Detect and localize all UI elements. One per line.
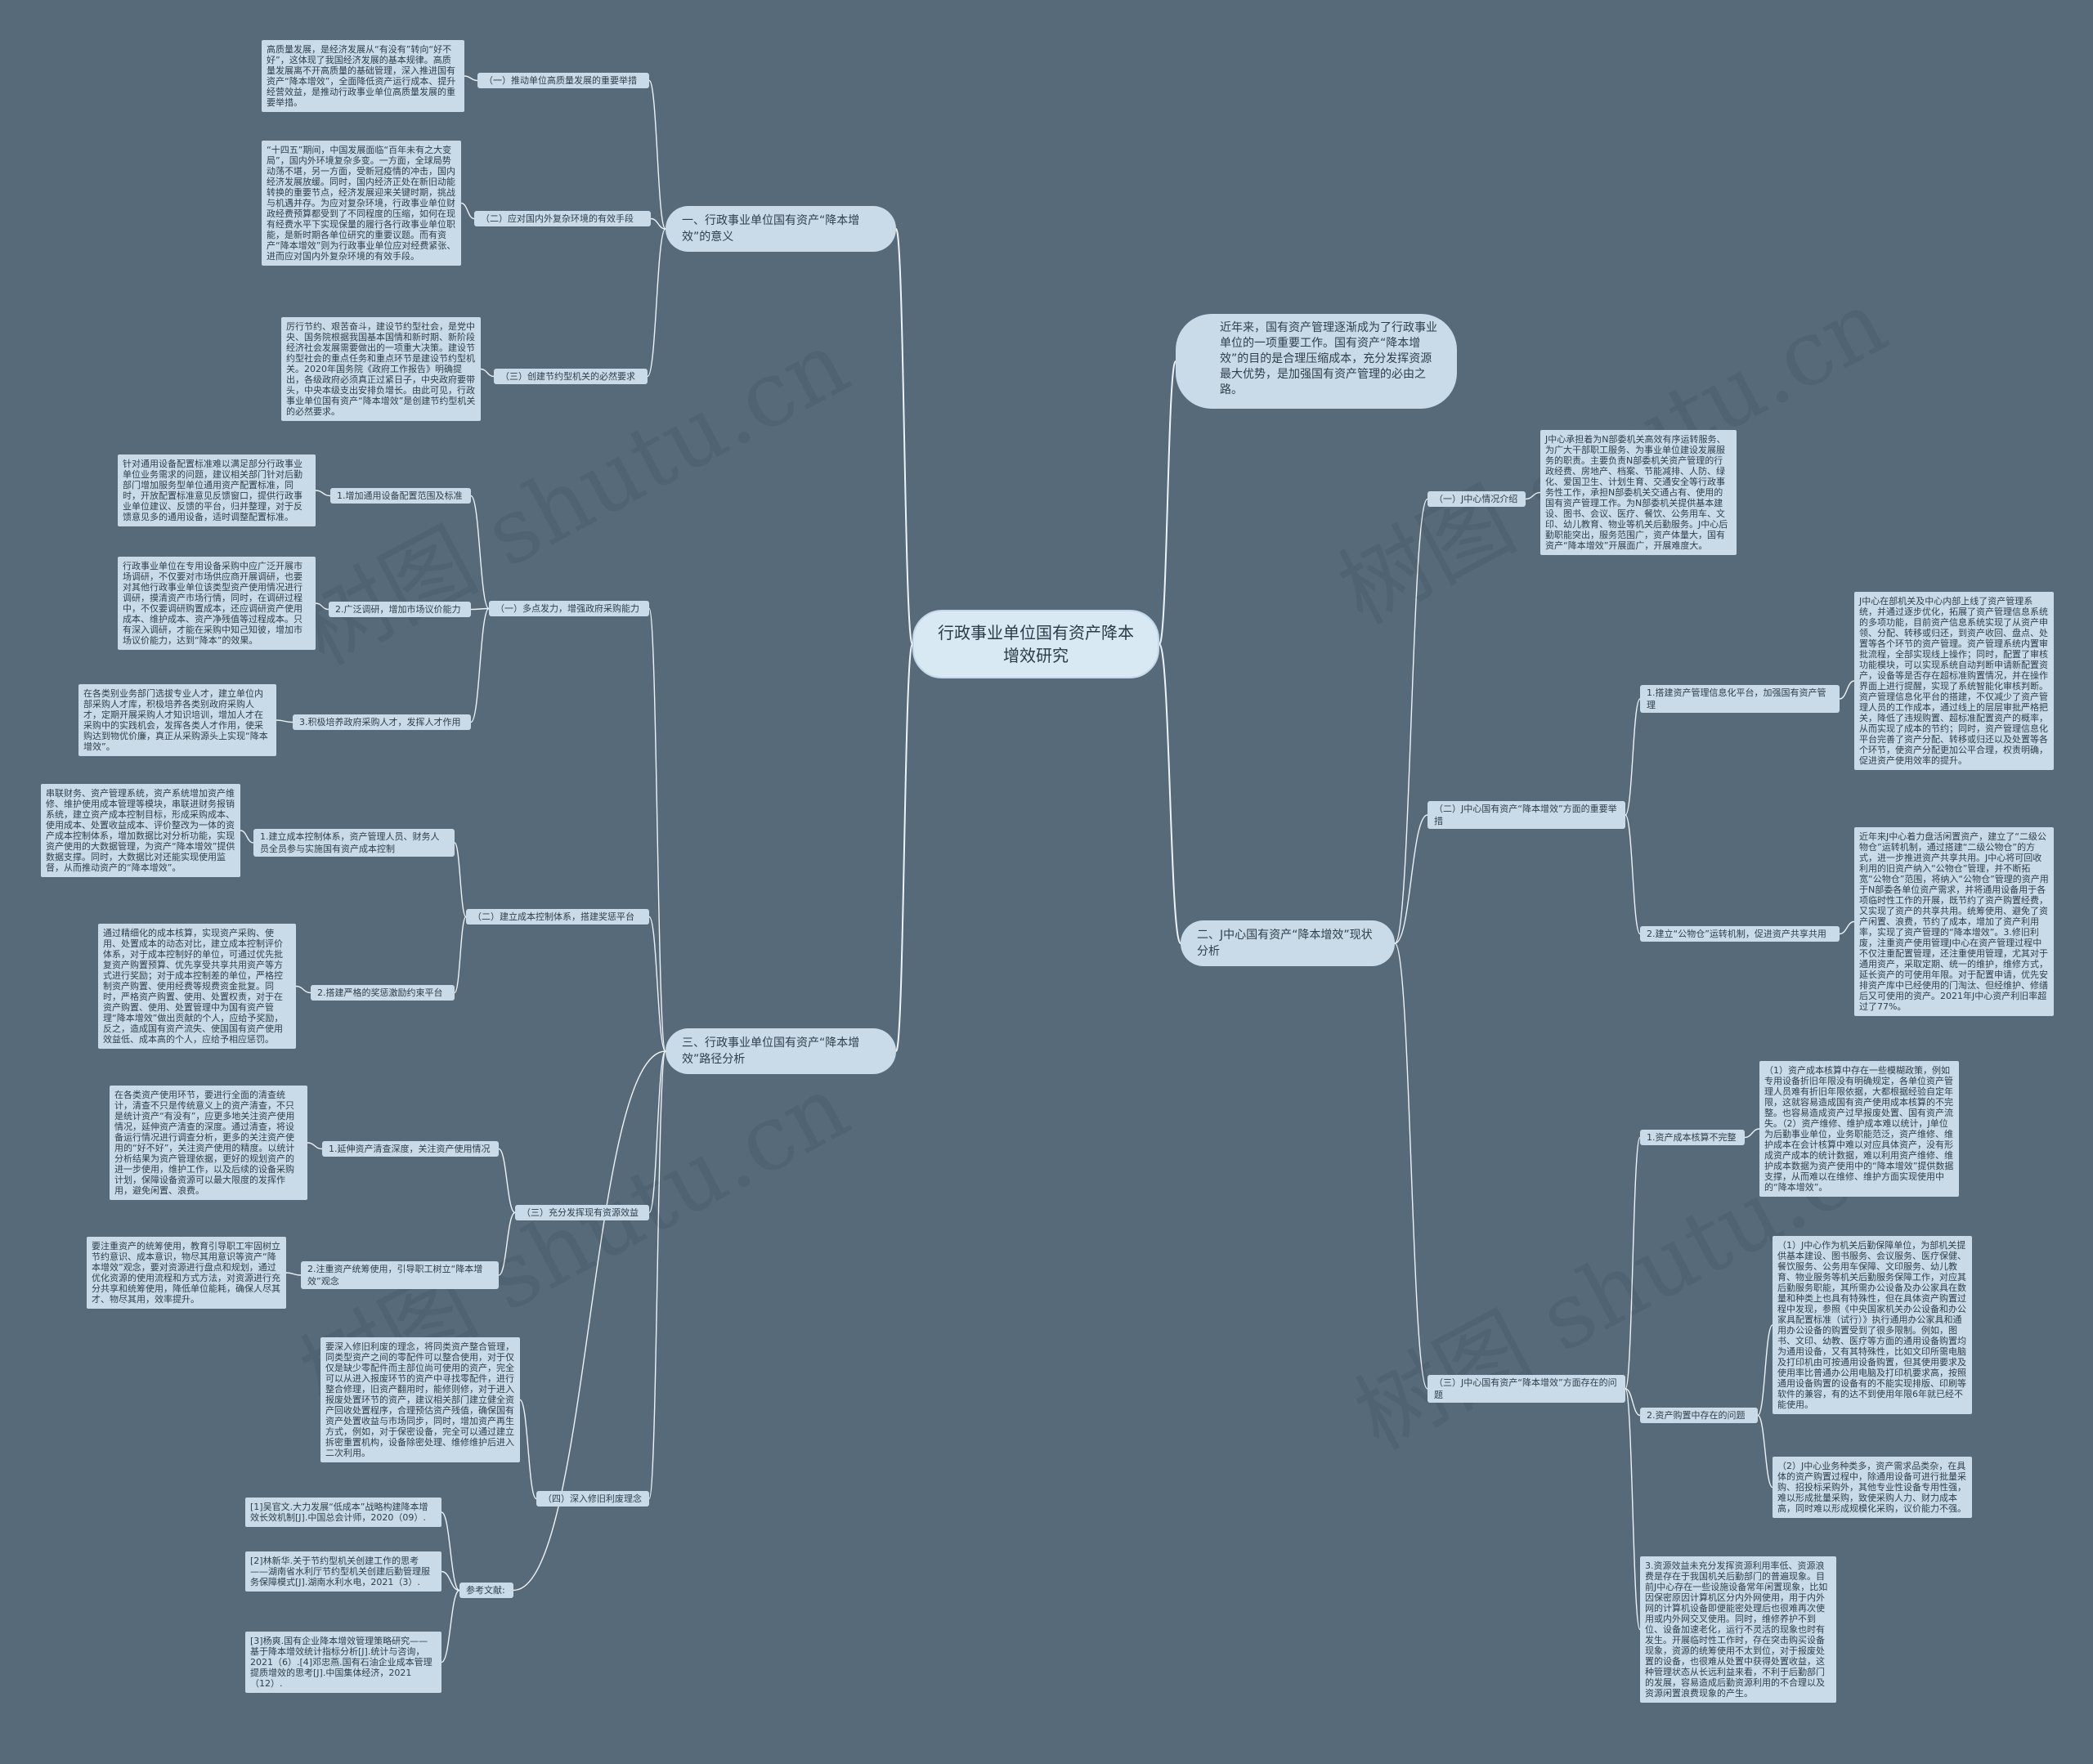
connector (647, 228, 666, 378)
leaf-text: J中心在部机关及中心内部上线了资产管理系统，并通过逐步优化，拓展了资产管理信息系… (1854, 592, 2054, 770)
connector (441, 1589, 460, 1663)
sub-item[interactable]: 2.搭建严格的奖惩激励约束平台 (311, 985, 455, 1001)
leaf-text: 近年来J中心着力盘活闲置资产，建立了“二级公物仓”运转机制，通过搭建“二级公物仓… (1854, 827, 2054, 1016)
connector (1394, 814, 1428, 944)
intro-topic[interactable]: 近年来，国有资产管理逐渐成为了行政事业单位的一项重要工作。国有资产“降本增效”的… (1176, 314, 1457, 409)
sub-item[interactable]: 2.建立“公物仓”运转机制，促进资产共享共用 (1640, 926, 1840, 942)
sub-problems[interactable]: （三）J中心国有资产“降本增效”方面存在的问题 (1427, 1375, 1625, 1403)
sub-item[interactable]: 2.广泛调研，增加市场议价能力 (329, 602, 471, 617)
connector (441, 1511, 460, 1592)
connector (519, 1399, 537, 1500)
leaf-text: 要深入修旧利废的理念，将同类资产整合管理，同类型资产之间的零配件可以整合使用，对… (320, 1337, 520, 1462)
sub-item[interactable]: 1.搭建资产管理信息化平台，加强国有资产管理 (1640, 685, 1840, 713)
branch-path-analysis[interactable]: 三、行政事业单位国有资产“降本增效”路径分析 (666, 1028, 896, 1074)
connector (480, 368, 495, 378)
sub-procurement[interactable]: （一）多点发力，增强政府采购能力 (489, 601, 649, 616)
sub-frugal-agencies[interactable]: （三）创建节约型机关的必然要求 (494, 369, 648, 384)
sub-item[interactable]: 3.积极培养政府采购人才，发挥人才作用 (293, 714, 471, 730)
connector (1625, 698, 1641, 816)
reference-item: [2]林新华.关于节约型机关创建工作的思考——湖南省水利厅节约型机关创建后勤管理… (245, 1551, 441, 1592)
connector (1839, 680, 1855, 700)
root-topic[interactable]: 行政事业单位国有资产降本增效研究 (912, 610, 1159, 678)
leaf-text: J中心承担着为N部委机关高效有序运转服务、为广大干部职工服务、为事业单位建设发展… (1540, 430, 1737, 555)
sub-complex-environment[interactable]: （二）应对国内外复杂环境的有效手段 (474, 211, 651, 226)
connector (1625, 1136, 1641, 1390)
branch-current-status[interactable]: 二、J中心国有资产“降本增效”现状分析 (1181, 920, 1395, 966)
sub-resource-efficiency[interactable]: （三）充分发挥现有资源效益 (515, 1205, 649, 1220)
connector (1394, 942, 1428, 1390)
connector (513, 1050, 666, 1592)
connector (498, 1148, 516, 1214)
sub-item[interactable]: 2.资产购置中存在的问题 (1640, 1408, 1758, 1423)
connector (648, 1050, 666, 1500)
connector (470, 607, 490, 611)
connector (454, 842, 467, 918)
sub-cost-control[interactable]: （二）建立成本控制体系，搭建奖惩平台 (466, 909, 649, 925)
connector (285, 1272, 302, 1276)
leaf-text: 要注重资产的统筹使用，教育引导职工牢固树立节约意识、成本意识，物尽其用意识等资产… (87, 1237, 286, 1309)
leaf-text: 通过精细化的成本核算，实现资产采购、使用、处置成本的动态对比，建立成本控制评价体… (98, 924, 296, 1049)
leaf-text: “十四五”期间，中国发展面临“百年未有之大变局”，国内外环境复杂多变。一方面，全… (262, 141, 461, 266)
connector (1757, 1414, 1773, 1489)
connector (895, 643, 913, 1052)
connector (454, 916, 467, 994)
connector (1625, 1388, 1641, 1631)
sub-measures[interactable]: （二）J中心国有资产“降本增效”方面的重要举措 (1427, 801, 1625, 829)
connector (470, 607, 490, 723)
connector (441, 1570, 460, 1592)
sub-item[interactable]: 1.增加通用设备配置范围及标准 (330, 488, 471, 504)
connector (464, 75, 478, 82)
connector (650, 217, 666, 230)
branch-significance[interactable]: 一、行政事业单位国有资产“降本增效”的意义 (666, 206, 896, 252)
connector (1744, 1128, 1760, 1139)
connector (1159, 360, 1176, 645)
leaf-text: 串联财务、资产管理系统，资产系统增加资产维修、维护使用成本管理等模块，串联进财务… (41, 784, 240, 877)
sub-item[interactable]: 1.延伸资产清查深度，关注资产使用情况 (322, 1141, 499, 1157)
connector (315, 602, 329, 611)
connector (1625, 814, 1641, 935)
connector (1757, 1324, 1773, 1417)
connector (470, 495, 490, 610)
connector (498, 1211, 516, 1276)
leaf-text: （1）J中心作为机关后勤保障单位，为部机关提供基本建设、图书服务、会议服务、医疗… (1773, 1236, 1972, 1414)
connector (648, 79, 666, 230)
reference-item: [3]杨爽.国有企业降本增效管理策略研究——基于降本增效统计指标分析[J].统计… (245, 1632, 441, 1693)
leaf-text: （1）资产成本核算中存在一些模糊政策，例如专用设备折旧年限没有明确规定，各单位资… (1759, 1061, 1959, 1197)
sub-item[interactable]: 2.注重资产统筹使用，引导职工树立“降本增效”观念 (301, 1261, 499, 1289)
leaf-text: 在各类资产使用环节，要进行全面的清查统计，清查不只是传统意义上的资产清查，不只是… (110, 1086, 307, 1200)
leaf-text: 厉行节约、艰苦奋斗，建设节约型社会，是党中央、国务院根据我国基本国情和新时期、新… (281, 317, 481, 421)
reference-item: [1]吴官文.大力发展“低成本”战略构建降本增效长效机制[J].中国总会计师，2… (245, 1498, 441, 1527)
sub-references[interactable]: 参考文献: (459, 1583, 513, 1598)
connector (895, 228, 913, 645)
connector (240, 830, 254, 844)
connector (460, 202, 475, 220)
leaf-text: （2）J中心业务种类多，资产需求品类杂，在具体的资产购置过程中，除通用设备可进行… (1773, 1457, 1972, 1518)
connector (648, 916, 666, 1052)
sub-high-quality-development[interactable]: （一）推动单位高质量发展的重要举措 (477, 73, 649, 88)
sub-item[interactable]: 3.资源效益未充分发挥资源利用率低、资源浪费是存在于我国机关后勤部门的普遍现象。… (1640, 1556, 1836, 1703)
sub-center-intro[interactable]: （一）J中心情况介绍 (1427, 491, 1526, 507)
connector (1525, 491, 1541, 500)
connector (1625, 1388, 1641, 1417)
connector (1159, 643, 1181, 944)
sub-item[interactable]: 1.资产成本核算不完整 (1640, 1130, 1745, 1145)
leaf-text: 在各类别业务部门选拔专业人才，建立单位内部采购人才库，积极培养各类别政府采购人才… (78, 684, 276, 756)
connector (648, 607, 666, 1052)
connector (1394, 498, 1428, 944)
connector (315, 490, 331, 497)
connector (307, 1142, 323, 1150)
leaf-text: 行政事业单位在专用设备采购中应广泛开展市场调研，不仅要对市场供应商开展调研，也要… (118, 557, 316, 650)
connector (276, 719, 294, 723)
leaf-text: 高质量发展，是经济发展从“有没有”转向“好不好”，这体现了我国经济发展的基本规律… (262, 40, 464, 112)
sub-repair-reuse[interactable]: （四）深入修旧利废理念 (536, 1491, 649, 1507)
connector (295, 985, 311, 994)
connector (1839, 920, 1855, 935)
sub-item[interactable]: 1.建立成本控制体系，资产管理人员、财务人员全员参与实施国有资产成本控制 (253, 829, 455, 857)
connector (648, 1050, 666, 1214)
leaf-text: 针对通用设备配置标准难以满足部分行政事业单位业务需求的问题，建议相关部门针对后勤… (118, 454, 316, 526)
